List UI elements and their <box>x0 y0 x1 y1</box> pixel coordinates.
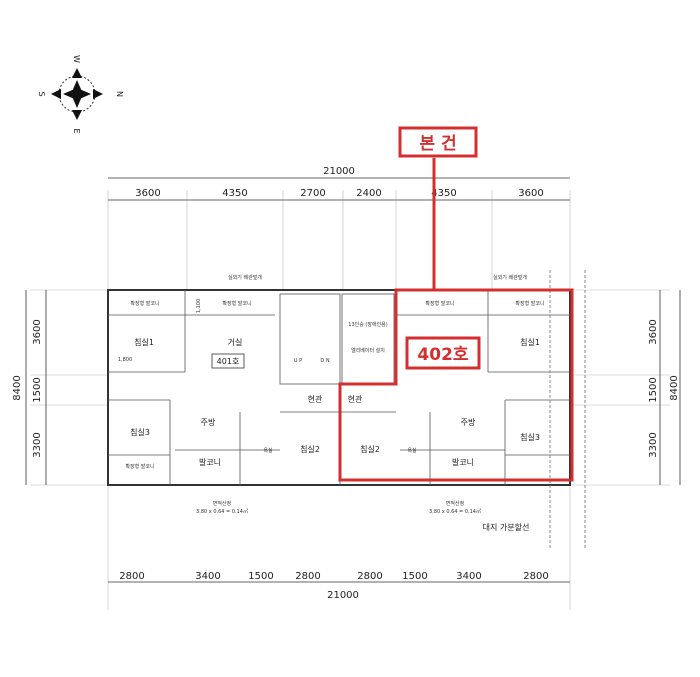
ext-balcony-label: 확장형 발코니 <box>515 300 544 307</box>
bottom-dim: 2800 <box>119 571 144 582</box>
top-dim: 4350 <box>431 188 456 199</box>
room-bathroom-402: 욕실 <box>407 447 417 454</box>
area-calc-left: 3.80 x 0.64 = 0.14㎡ <box>196 508 248 515</box>
outdoor-unit-note: 실외기 배관덮개 <box>228 274 262 281</box>
compass-w: W <box>72 55 81 63</box>
compass-n: N <box>115 91 124 97</box>
top-dim: 3600 <box>518 188 543 199</box>
room-balcony-401: 발코니 <box>199 457 221 467</box>
room-bedroom1-402: 침실1 <box>520 337 540 347</box>
bottom-dim-total: 21000 <box>327 590 359 601</box>
left-dim: 1500 <box>32 377 43 402</box>
site-boundary-note: 대지 가분할선 <box>483 522 530 532</box>
subject-unit-outline: 본 건 402호 <box>338 126 574 482</box>
grid-lines <box>30 190 670 610</box>
right-dim: 1500 <box>648 377 659 402</box>
right-dim: 3300 <box>648 432 659 457</box>
dim-1800-label: 1,800 <box>118 357 132 363</box>
subject-label: 본 건 <box>419 134 456 154</box>
room-bedroom1-401: 침실1 <box>134 337 154 347</box>
compass-icon: W E S N <box>37 55 124 133</box>
bottom-dim: 1500 <box>248 571 273 582</box>
room-bedroom3-401: 침실3 <box>130 427 150 437</box>
area-title-right: 면적산정 <box>446 500 464 507</box>
top-dim: 2700 <box>300 188 325 199</box>
room-bedroom3-402: 침실3 <box>520 432 540 442</box>
elevator-label: 13인승 (장애인용) <box>348 321 388 328</box>
outdoor-unit-note: 실외기 배관덮개 <box>493 274 527 281</box>
bottom-dim: 3400 <box>195 571 220 582</box>
compass-e: E <box>72 128 81 133</box>
room-bathroom-401: 욕실 <box>263 447 273 454</box>
bottom-dim: 1500 <box>402 571 427 582</box>
room-entrance-401: 현관 <box>308 394 323 404</box>
elevator-hall-label: 엘리베이터 설치 <box>351 347 385 354</box>
stair-up-label: U P <box>294 358 302 364</box>
building-walls <box>107 289 571 486</box>
ext-balcony-label: 확장형 발코니 <box>130 300 159 307</box>
left-dim: 3300 <box>32 432 43 457</box>
bottom-dim: 2800 <box>357 571 382 582</box>
bottom-dim: 2800 <box>295 571 320 582</box>
stair-dn-label: D N <box>320 358 329 364</box>
top-dim: 4350 <box>222 188 247 199</box>
ext-balcony-label: 확장형 발코니 <box>125 463 154 470</box>
area-title-left: 면적산정 <box>213 500 231 507</box>
dim-1100-label: 1,100 <box>196 299 202 313</box>
top-dim: 2400 <box>356 188 381 199</box>
room-living-401: 거실 <box>228 337 243 347</box>
ext-balcony-label: 확장형 발코니 <box>222 300 251 307</box>
unit-402-label: 402호 <box>417 345 468 365</box>
room-bedroom2-402: 침실2 <box>360 444 380 454</box>
compass-s: S <box>37 91 46 96</box>
room-kitchen-401: 주방 <box>201 417 216 427</box>
room-bedroom2-401: 침실2 <box>300 444 320 454</box>
unit-401-label: 401호 <box>217 357 240 366</box>
right-dim: 3600 <box>648 319 659 344</box>
room-balcony-402: 발코니 <box>452 457 474 467</box>
left-dim-total: 8400 <box>12 375 23 400</box>
left-dim: 3600 <box>32 319 43 344</box>
room-entrance-402: 현관 <box>348 394 363 404</box>
top-dim: 3600 <box>135 188 160 199</box>
area-calc-right: 3.80 x 0.64 = 0.14㎡ <box>429 508 481 515</box>
top-dim-total: 21000 <box>323 166 355 177</box>
ext-balcony-label: 확장형 발코니 <box>425 300 454 307</box>
room-kitchen-402: 주방 <box>461 417 476 427</box>
right-dim-total: 8400 <box>669 375 680 400</box>
bottom-dim: 2800 <box>523 571 548 582</box>
bottom-dim: 3400 <box>456 571 481 582</box>
